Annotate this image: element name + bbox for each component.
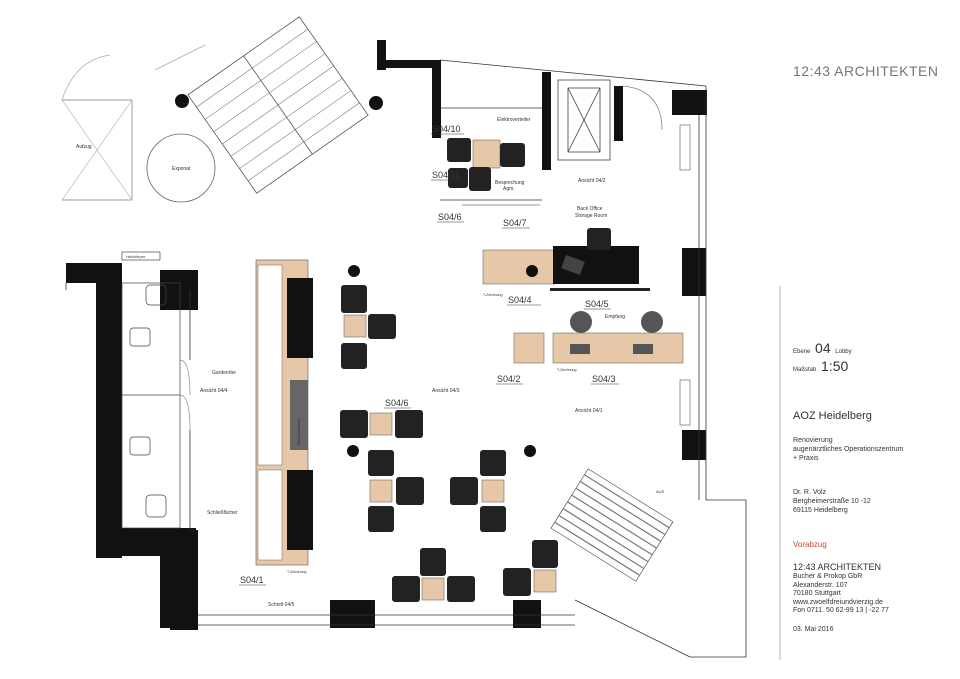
back-office-desk xyxy=(482,228,650,291)
massstab-label: Maßstab xyxy=(793,367,817,373)
firm-name: 12:43 ARCHITEKTEN xyxy=(793,562,882,572)
heizkoerper-right xyxy=(679,124,691,171)
bildschirm-label: Bildschirm/Info xyxy=(296,418,301,445)
besprechung-sub-label: Agm. xyxy=(503,186,515,192)
desc-line-2: augenärztliches Operationszentrum xyxy=(793,446,904,453)
tag-underlines xyxy=(239,133,619,586)
desc-line-3: + Praxis xyxy=(793,455,819,462)
client-line-3: 69115 Heidelberg xyxy=(793,507,848,514)
ansicht-04-2-label: Ansicht 04/2 xyxy=(578,178,606,184)
desc-line-1: Renovierung xyxy=(793,437,833,444)
project-title: AOZ Heidelberg xyxy=(793,410,872,422)
level-row: Ebene 04 Lobby xyxy=(793,340,852,356)
tag-s04-3: S04/3 xyxy=(592,374,616,384)
heizkoerper-right-2 xyxy=(679,379,691,426)
firm-line-3: 70180 Stuttgart xyxy=(793,590,841,598)
exponat-circle xyxy=(146,133,216,203)
scale-row: Maßstab 1:50 xyxy=(793,358,848,374)
tag-s04-10: S04/10 xyxy=(432,124,461,134)
back-office-label: Back Office xyxy=(577,206,603,212)
t-zeichnung-label-3: T-Zeichnung xyxy=(287,570,307,574)
ebene-label: Ebene xyxy=(793,349,811,355)
ansicht-04-1-label: Ansicht 04/1 xyxy=(575,408,603,414)
toilets xyxy=(121,251,191,529)
massstab-value: 1:50 xyxy=(821,358,849,374)
ebene-value: 04 xyxy=(815,340,831,356)
reception-desk xyxy=(513,311,684,364)
client-block: Dr. R. Volz Bergheimerstraße 10 -12 6911… xyxy=(793,488,871,515)
ebene-name: Lobby xyxy=(835,349,852,355)
firm-line-2: Alexanderstr. 107 xyxy=(793,581,848,589)
storage-room-label: Storage Room xyxy=(575,213,607,219)
firm-logo: 12:43 ARCHITEKTEN xyxy=(793,63,939,79)
schliessfaecher-label: Schließfächer xyxy=(207,510,238,516)
firm-line-5: Fon 0711. 50 62-99 13 | -22 77 xyxy=(793,607,889,615)
aus-label: AUS xyxy=(656,489,665,494)
empfang-label: Empfang xyxy=(605,314,625,320)
heizkoerper-label: Heizkörper xyxy=(126,254,146,259)
wall-outlines xyxy=(65,59,747,658)
elevator-area xyxy=(61,44,206,201)
tag-s04-1: S04/1 xyxy=(240,575,264,585)
firm-block: 12:43 ARCHITEKTEN Bucher & Prokop GbR Al… xyxy=(793,562,889,616)
tag-s04-2: S04/2 xyxy=(497,374,521,384)
stair-top xyxy=(187,16,369,194)
ansicht-04-3-label: Ansicht 04/3 xyxy=(432,388,460,394)
striped-bench xyxy=(550,468,674,582)
column xyxy=(369,96,383,110)
tag-s04-6-mid: S04/6 xyxy=(385,398,409,408)
client-line-2: Bergheimerstraße 10 -12 xyxy=(793,498,871,505)
elektroverteiler-label: Elektroverteiler xyxy=(497,117,531,123)
tag-s04-5: S04/5 xyxy=(585,299,609,309)
plan-labels: Aufzug Exponat Elektroverteiler Besprech… xyxy=(76,117,665,608)
t-zeichnung-label-1: T-Zeichnung xyxy=(483,293,503,297)
schnitt-04-5-label: Schnitt 04/5 xyxy=(268,602,295,608)
tag-s04-7: S04/7 xyxy=(503,218,527,228)
seating-groups xyxy=(340,265,558,602)
status-label: Vorabzug xyxy=(793,540,827,549)
garderobe-label: Garderobe xyxy=(212,370,236,376)
client-line-1: Dr. R. Volz xyxy=(793,489,827,496)
walls xyxy=(66,40,707,630)
project-description: Renovierung augenärztliches Operationsze… xyxy=(793,436,904,463)
tag-s04-4: S04/4 xyxy=(508,295,532,305)
tag-s04-6-top: S04/6 xyxy=(438,212,462,222)
ansicht-04-4-label: Ansicht 04/4 xyxy=(200,388,228,394)
cabinet-wall xyxy=(255,259,313,566)
firm-line-4: www.zwoelfdreiundvierzig.de xyxy=(793,598,883,606)
shaft xyxy=(557,79,663,161)
tag-s04-11: S04/11 xyxy=(432,170,460,180)
t-zeichnung-label-2: T-Zeichnung xyxy=(557,368,577,372)
meeting-table xyxy=(447,138,525,191)
aufzug-label: Aufzug xyxy=(76,144,92,150)
column xyxy=(175,94,189,108)
exponat-label: Exponat xyxy=(172,166,191,172)
besprechung-label: Besprechung xyxy=(495,180,525,186)
plan-date: 03. Mai 2016 xyxy=(793,626,834,633)
firm-line-1: Bucher & Prokop GbR xyxy=(793,573,863,580)
